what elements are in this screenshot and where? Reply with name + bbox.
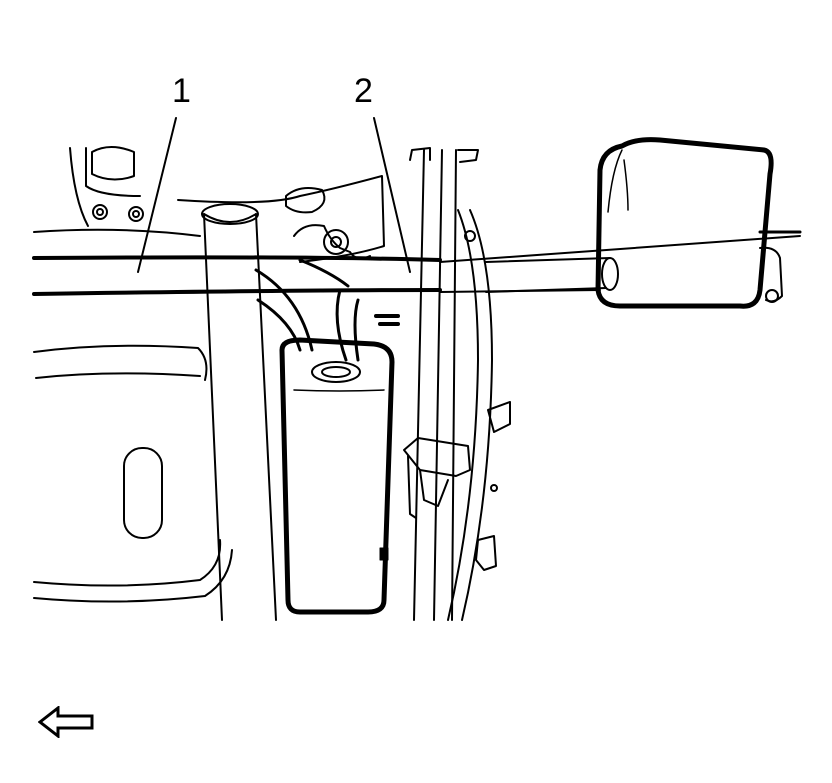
hanger-bracket (177, 175, 385, 263)
leader-line-1 (137, 117, 177, 273)
crossmember (32, 230, 802, 296)
muffler-vertical (279, 337, 395, 615)
muffler-rear (595, 137, 783, 309)
underbody-panel (33, 146, 233, 603)
frame-rail (201, 203, 277, 621)
leader-line-2 (373, 117, 411, 273)
callout-label-1: 1 (172, 72, 191, 110)
callout-label-2: 2 (354, 72, 373, 110)
rail-hardware (403, 401, 511, 571)
rear-rail (409, 147, 493, 621)
tailpipe (485, 257, 619, 293)
leader-lines (137, 117, 411, 273)
left-arrow-icon (38, 706, 94, 738)
